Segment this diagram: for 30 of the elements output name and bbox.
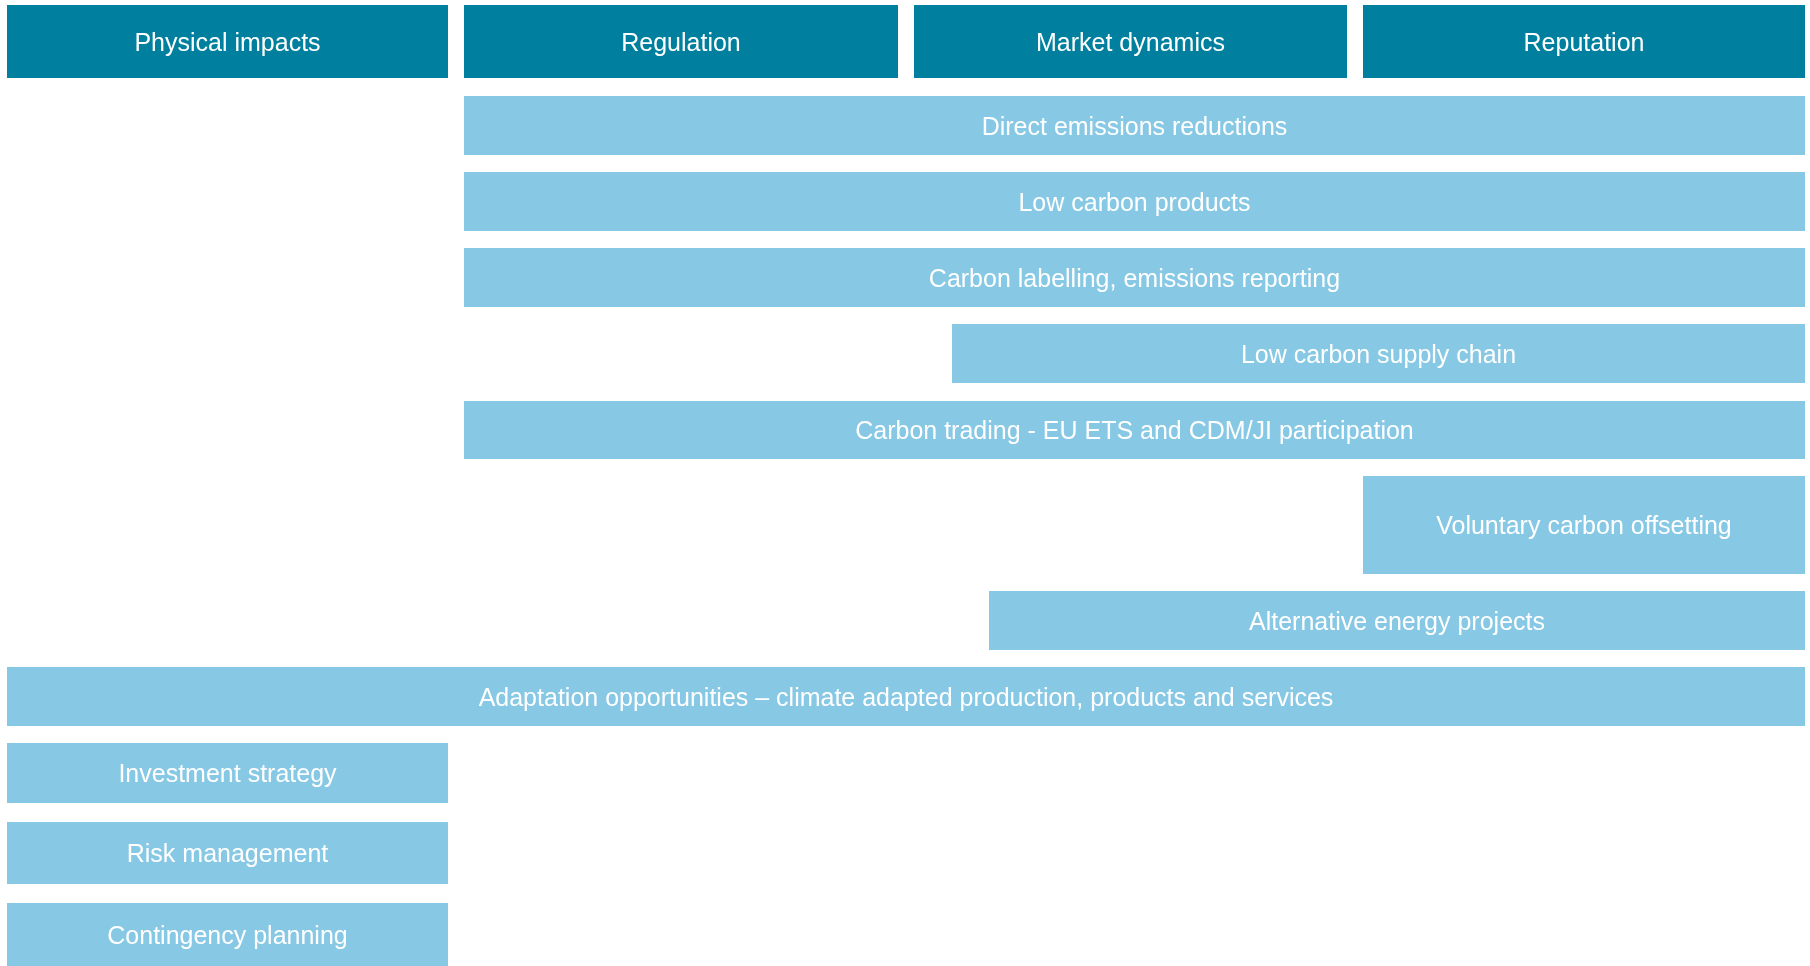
category-bar (7, 903, 448, 966)
bar-label: Market dynamics (1036, 26, 1225, 57)
category-bar (952, 324, 1805, 383)
bar-label: Reputation (1523, 26, 1645, 57)
category-bar (7, 667, 1805, 726)
bar-label: Risk management (126, 838, 329, 868)
bar-label: Carbon trading - EU ETS and CDM/JI participation (855, 415, 1414, 445)
bar-label: Alternative energy projects (1249, 605, 1545, 636)
category-bar (464, 248, 1805, 307)
bar-label: Contingency planning (107, 919, 348, 950)
bar-label: Low carbon products (1018, 186, 1251, 217)
bar-label: Voluntary carbon offsetting (1436, 510, 1732, 540)
category-bar (464, 172, 1805, 231)
column-header (914, 5, 1347, 78)
column-header (464, 5, 898, 78)
bar-label: Adaptation opportunities – climate adapted production, products and services (478, 681, 1334, 712)
category-bar (1363, 476, 1805, 574)
bar-label: Regulation (621, 26, 741, 57)
category-bar (7, 822, 448, 884)
bar-label: Low carbon supply chain (1240, 338, 1517, 369)
category-bar (989, 591, 1805, 650)
column-header (7, 5, 448, 78)
bar-label: Physical impacts (134, 26, 321, 57)
category-bar (464, 96, 1805, 155)
bar-label: Investment strategy (118, 758, 337, 788)
bar-label: Carbon labelling, emissions reporting (928, 262, 1341, 293)
bar-label: Direct emissions reductions (981, 110, 1288, 141)
column-header (1363, 5, 1805, 78)
category-bar (7, 743, 448, 803)
category-bar (464, 401, 1805, 459)
